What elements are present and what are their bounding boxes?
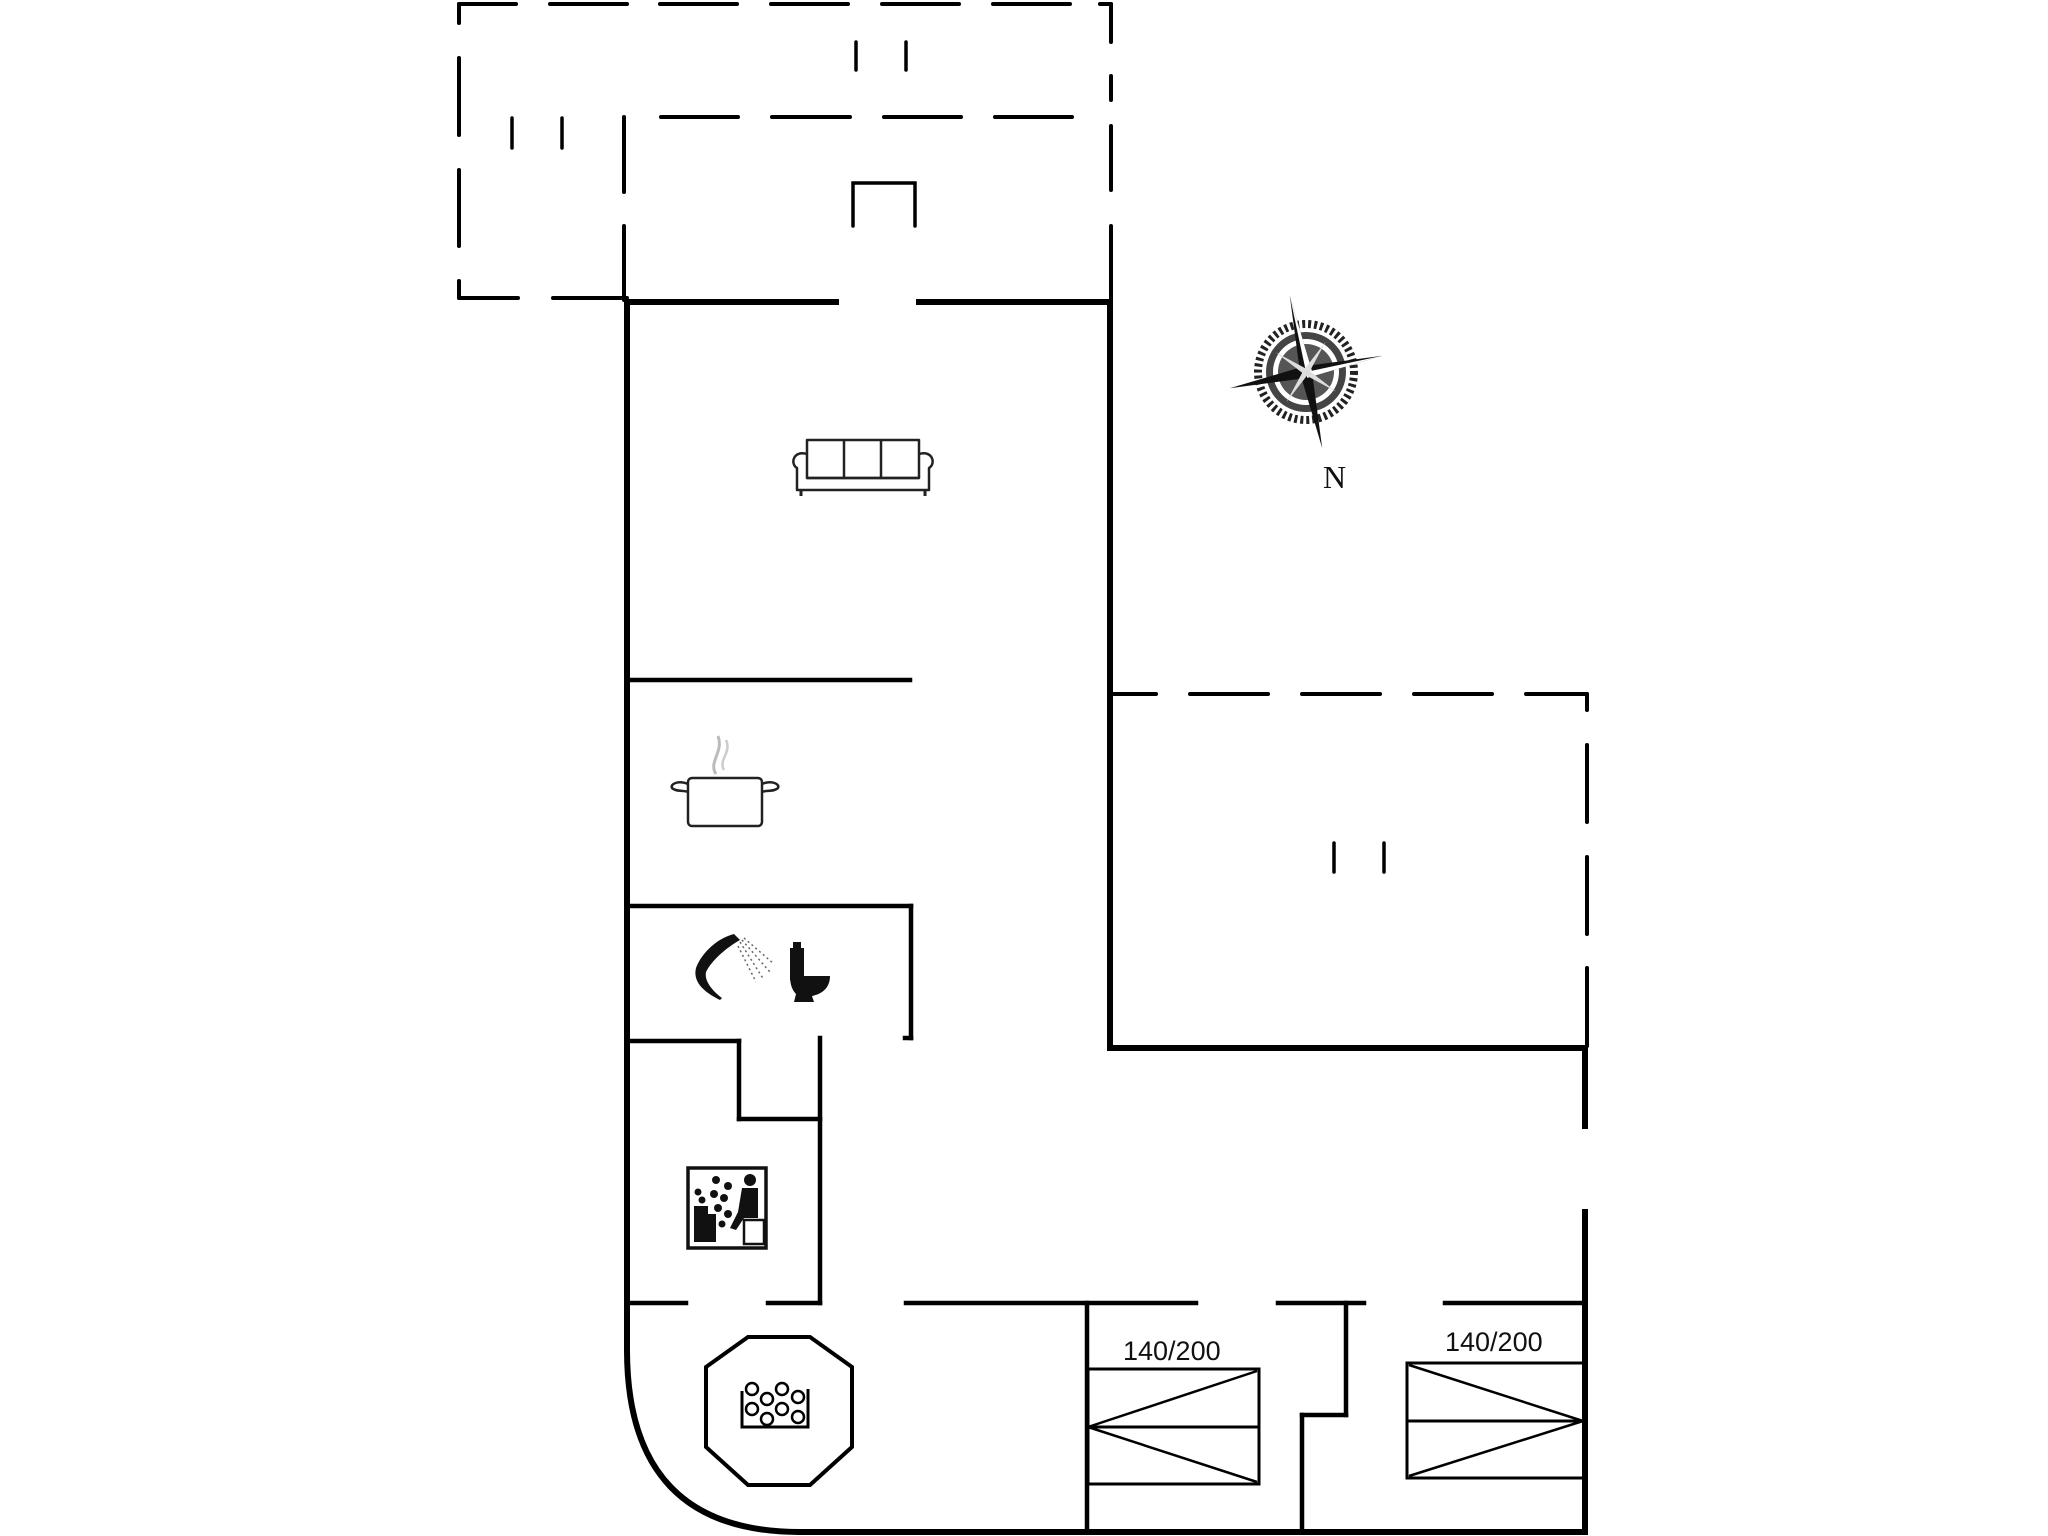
compass-rose-icon bbox=[1229, 295, 1383, 449]
terrace-east bbox=[1110, 692, 1589, 1048]
sofa-icon bbox=[792, 438, 934, 496]
bed: 140/200 bbox=[1086, 1336, 1261, 1486]
north-label: N bbox=[1323, 459, 1346, 495]
bed: 140/200 bbox=[1405, 1327, 1587, 1480]
exterior-walls bbox=[623, 299, 1588, 1536]
covered-terrace-north bbox=[457, 2, 1113, 302]
sauna-icon bbox=[686, 1166, 768, 1250]
cooking-pot-icon bbox=[670, 735, 780, 828]
hot-tub-icon bbox=[704, 1335, 854, 1487]
curved-wall bbox=[623, 1346, 804, 1536]
shower-icon bbox=[695, 934, 775, 1000]
toilet-icon bbox=[790, 942, 830, 1002]
bed-size-label: 140/200 bbox=[1123, 1336, 1221, 1366]
bed-size-label: 140/200 bbox=[1445, 1327, 1543, 1357]
chimney-outline bbox=[851, 181, 917, 228]
